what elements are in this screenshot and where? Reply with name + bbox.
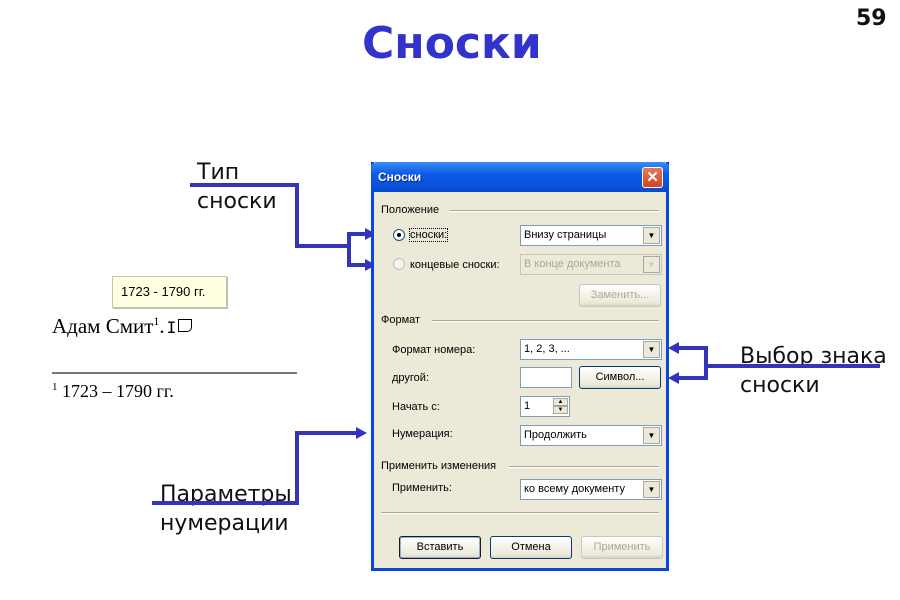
text-cursor-icon: I <box>166 318 177 337</box>
callout-line-2: нумерации <box>160 511 289 536</box>
footnotes-radio[interactable] <box>393 229 405 241</box>
endnotes-radio[interactable] <box>393 258 405 270</box>
convert-button[interactable]: Заменить... <box>579 284 661 307</box>
footnote-dialog: Сноски ✕ Положение сноски: Внизу страниц… <box>371 162 669 571</box>
numbering-label: Нумерация: <box>392 428 453 440</box>
chevron-down-icon[interactable]: ▼ <box>643 227 660 244</box>
chevron-down-icon[interactable]: ▼ <box>643 341 660 358</box>
dialog-title: Сноски <box>378 170 422 184</box>
note-icon <box>178 319 193 332</box>
footnote-text: 1 1723 – 1790 гг. <box>52 381 174 402</box>
select-value: ко всему документу <box>524 483 625 495</box>
chevron-down-icon[interactable]: ▼ <box>643 256 660 273</box>
custom-mark-label: другой: <box>392 372 430 384</box>
group-label-apply-changes: Применить изменения <box>381 460 497 472</box>
number-format-label: Формат номера: <box>392 344 476 356</box>
footnote-reference[interactable]: 1 <box>153 314 160 328</box>
group-label-format: Формат <box>381 314 421 326</box>
connector-line <box>295 431 299 505</box>
connector-line <box>190 183 298 187</box>
callout-symbol-choice: Выбор знака сноски <box>740 342 887 400</box>
insert-button[interactable]: Вставить <box>399 536 481 559</box>
endnotes-radio-label[interactable]: концевые сноски: <box>410 259 500 271</box>
close-icon[interactable]: ✕ <box>642 167 663 188</box>
footnotes-radio-label[interactable]: сноски: <box>408 228 449 242</box>
callout-footnote-type: Тип сноски <box>197 158 277 216</box>
symbol-button[interactable]: Символ... <box>579 366 661 389</box>
select-value: Внизу страницы <box>524 229 607 241</box>
spin-buttons[interactable]: ▲ ▼ <box>553 398 568 415</box>
custom-mark-input[interactable] <box>520 367 572 388</box>
cancel-button[interactable]: Отмена <box>490 536 572 559</box>
footnote-location-select[interactable]: Внизу страницы ▼ <box>520 225 662 246</box>
endnote-location-select[interactable]: В конце документа ▼ <box>520 254 662 275</box>
group-divider <box>509 466 659 468</box>
footnote-separator <box>52 372 297 374</box>
select-value: 1, 2, 3, ... <box>524 343 570 355</box>
arrow-right-icon <box>365 228 376 240</box>
chevron-down-icon[interactable]: ▼ <box>643 427 660 444</box>
connector-line <box>704 346 708 380</box>
numbering-select[interactable]: Продолжить ▼ <box>520 425 662 446</box>
period: . <box>159 314 165 338</box>
slide-title: Сноски <box>362 18 542 69</box>
divider <box>381 512 659 514</box>
group-divider <box>432 320 659 322</box>
arrow-left-icon <box>668 372 679 384</box>
chevron-down-icon[interactable]: ▼ <box>643 481 660 498</box>
group-divider <box>449 210 659 212</box>
body-text: Адам Смит <box>52 314 154 338</box>
connector-line <box>347 232 367 236</box>
footnote-tooltip: 1723 - 1790 гг. <box>112 276 227 308</box>
select-value: В конце документа <box>524 258 621 270</box>
group-label-position: Положение <box>381 204 440 216</box>
connector-line <box>295 431 357 435</box>
start-at-label: Начать с: <box>392 401 440 413</box>
arrow-right-icon <box>356 427 367 439</box>
start-at-stepper[interactable]: 1 ▲ ▼ <box>520 396 570 417</box>
page-number: 59 <box>856 6 887 31</box>
connector-line <box>295 244 350 248</box>
callout-line-2: сноски <box>197 189 277 214</box>
document-body-text: Адам Смит1.I <box>52 314 193 339</box>
arrow-left-icon <box>668 342 679 354</box>
callout-line-2: сноски <box>740 373 820 398</box>
number-format-select[interactable]: 1, 2, 3, ... ▼ <box>520 339 662 360</box>
stepper-value: 1 <box>524 400 531 412</box>
connector-line <box>295 183 299 247</box>
connector-line <box>678 376 708 380</box>
apply-to-label: Применить: <box>392 482 452 494</box>
footnote-number: 1 <box>52 381 58 393</box>
arrow-right-icon <box>365 259 376 271</box>
apply-to-select[interactable]: ко всему документу ▼ <box>520 479 662 500</box>
dialog-titlebar[interactable]: Сноски ✕ <box>371 162 669 192</box>
apply-button[interactable]: Применить <box>581 536 663 559</box>
callout-line-1: Тип <box>197 160 240 185</box>
connector-line <box>678 346 708 350</box>
callout-numbering-params: Параметры нумерации <box>160 480 292 538</box>
spin-up-icon[interactable]: ▲ <box>553 398 568 406</box>
footnote-content: 1723 – 1790 гг. <box>57 381 174 401</box>
select-value: Продолжить <box>524 429 587 441</box>
connector-line <box>347 232 351 266</box>
spin-down-icon[interactable]: ▼ <box>553 406 568 414</box>
connector-line <box>347 263 367 267</box>
connector-line <box>706 364 880 368</box>
connector-line <box>152 501 299 505</box>
